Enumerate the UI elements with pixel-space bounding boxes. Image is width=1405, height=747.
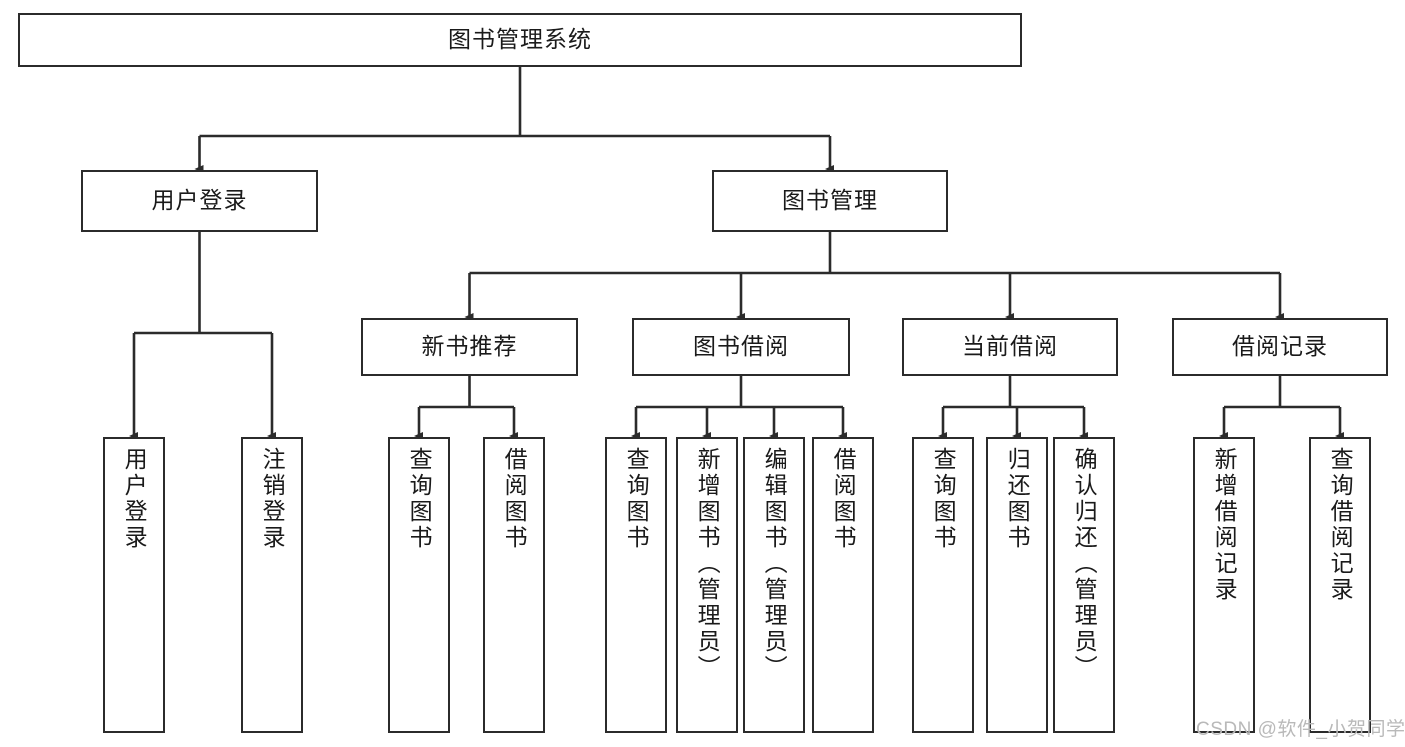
- node-label: 查询图书: [406, 447, 433, 551]
- node-label: 新增借阅记录: [1211, 447, 1238, 603]
- node-label: 借阅图书: [830, 447, 857, 551]
- node-leaf-query-book-3[interactable]: 查询图书: [912, 437, 974, 733]
- node-root[interactable]: 图书管理系统: [18, 13, 1022, 67]
- node-label: 查询图书: [623, 447, 650, 551]
- node-label: 查询借阅记录: [1327, 447, 1354, 603]
- node-label: 图书管理系统: [448, 26, 592, 53]
- node-label: 确认归还（管理员）: [1071, 447, 1098, 681]
- node-leaf-borrow-book-1[interactable]: 借阅图书: [483, 437, 545, 733]
- node-label: 新增图书（管理员）: [694, 447, 721, 681]
- node-new-book-rec[interactable]: 新书推荐: [361, 318, 578, 376]
- node-leaf-return-book[interactable]: 归还图书: [986, 437, 1048, 733]
- node-leaf-user-login[interactable]: 用户登录: [103, 437, 165, 733]
- node-label: 借阅记录: [1232, 333, 1328, 360]
- node-label: 借阅图书: [501, 447, 528, 551]
- node-leaf-logout[interactable]: 注销登录: [241, 437, 303, 733]
- node-label: 用户登录: [121, 447, 148, 551]
- node-leaf-add-record[interactable]: 新增借阅记录: [1193, 437, 1255, 733]
- node-label: 当前借阅: [962, 333, 1058, 360]
- node-label: 注销登录: [259, 447, 286, 551]
- node-label: 图书管理: [782, 187, 878, 214]
- node-label: 查询图书: [930, 447, 957, 551]
- node-leaf-add-book[interactable]: 新增图书（管理员）: [676, 437, 738, 733]
- node-leaf-query-book-2[interactable]: 查询图书: [605, 437, 667, 733]
- node-leaf-query-book-1[interactable]: 查询图书: [388, 437, 450, 733]
- node-label: 新书推荐: [421, 333, 518, 360]
- node-book-manage[interactable]: 图书管理: [712, 170, 948, 232]
- node-book-borrow[interactable]: 图书借阅: [632, 318, 850, 376]
- node-user-login[interactable]: 用户登录: [81, 170, 318, 232]
- node-current-borrow[interactable]: 当前借阅: [902, 318, 1118, 376]
- node-label: 编辑图书（管理员）: [761, 447, 788, 681]
- node-leaf-query-record[interactable]: 查询借阅记录: [1309, 437, 1371, 733]
- node-leaf-edit-book[interactable]: 编辑图书（管理员）: [743, 437, 805, 733]
- node-label: 图书借阅: [693, 333, 789, 360]
- node-label: 用户登录: [151, 187, 248, 214]
- node-label: 归还图书: [1004, 447, 1031, 551]
- node-leaf-confirm-return[interactable]: 确认归还（管理员）: [1053, 437, 1115, 733]
- node-leaf-borrow-book-2[interactable]: 借阅图书: [812, 437, 874, 733]
- node-borrow-record[interactable]: 借阅记录: [1172, 318, 1388, 376]
